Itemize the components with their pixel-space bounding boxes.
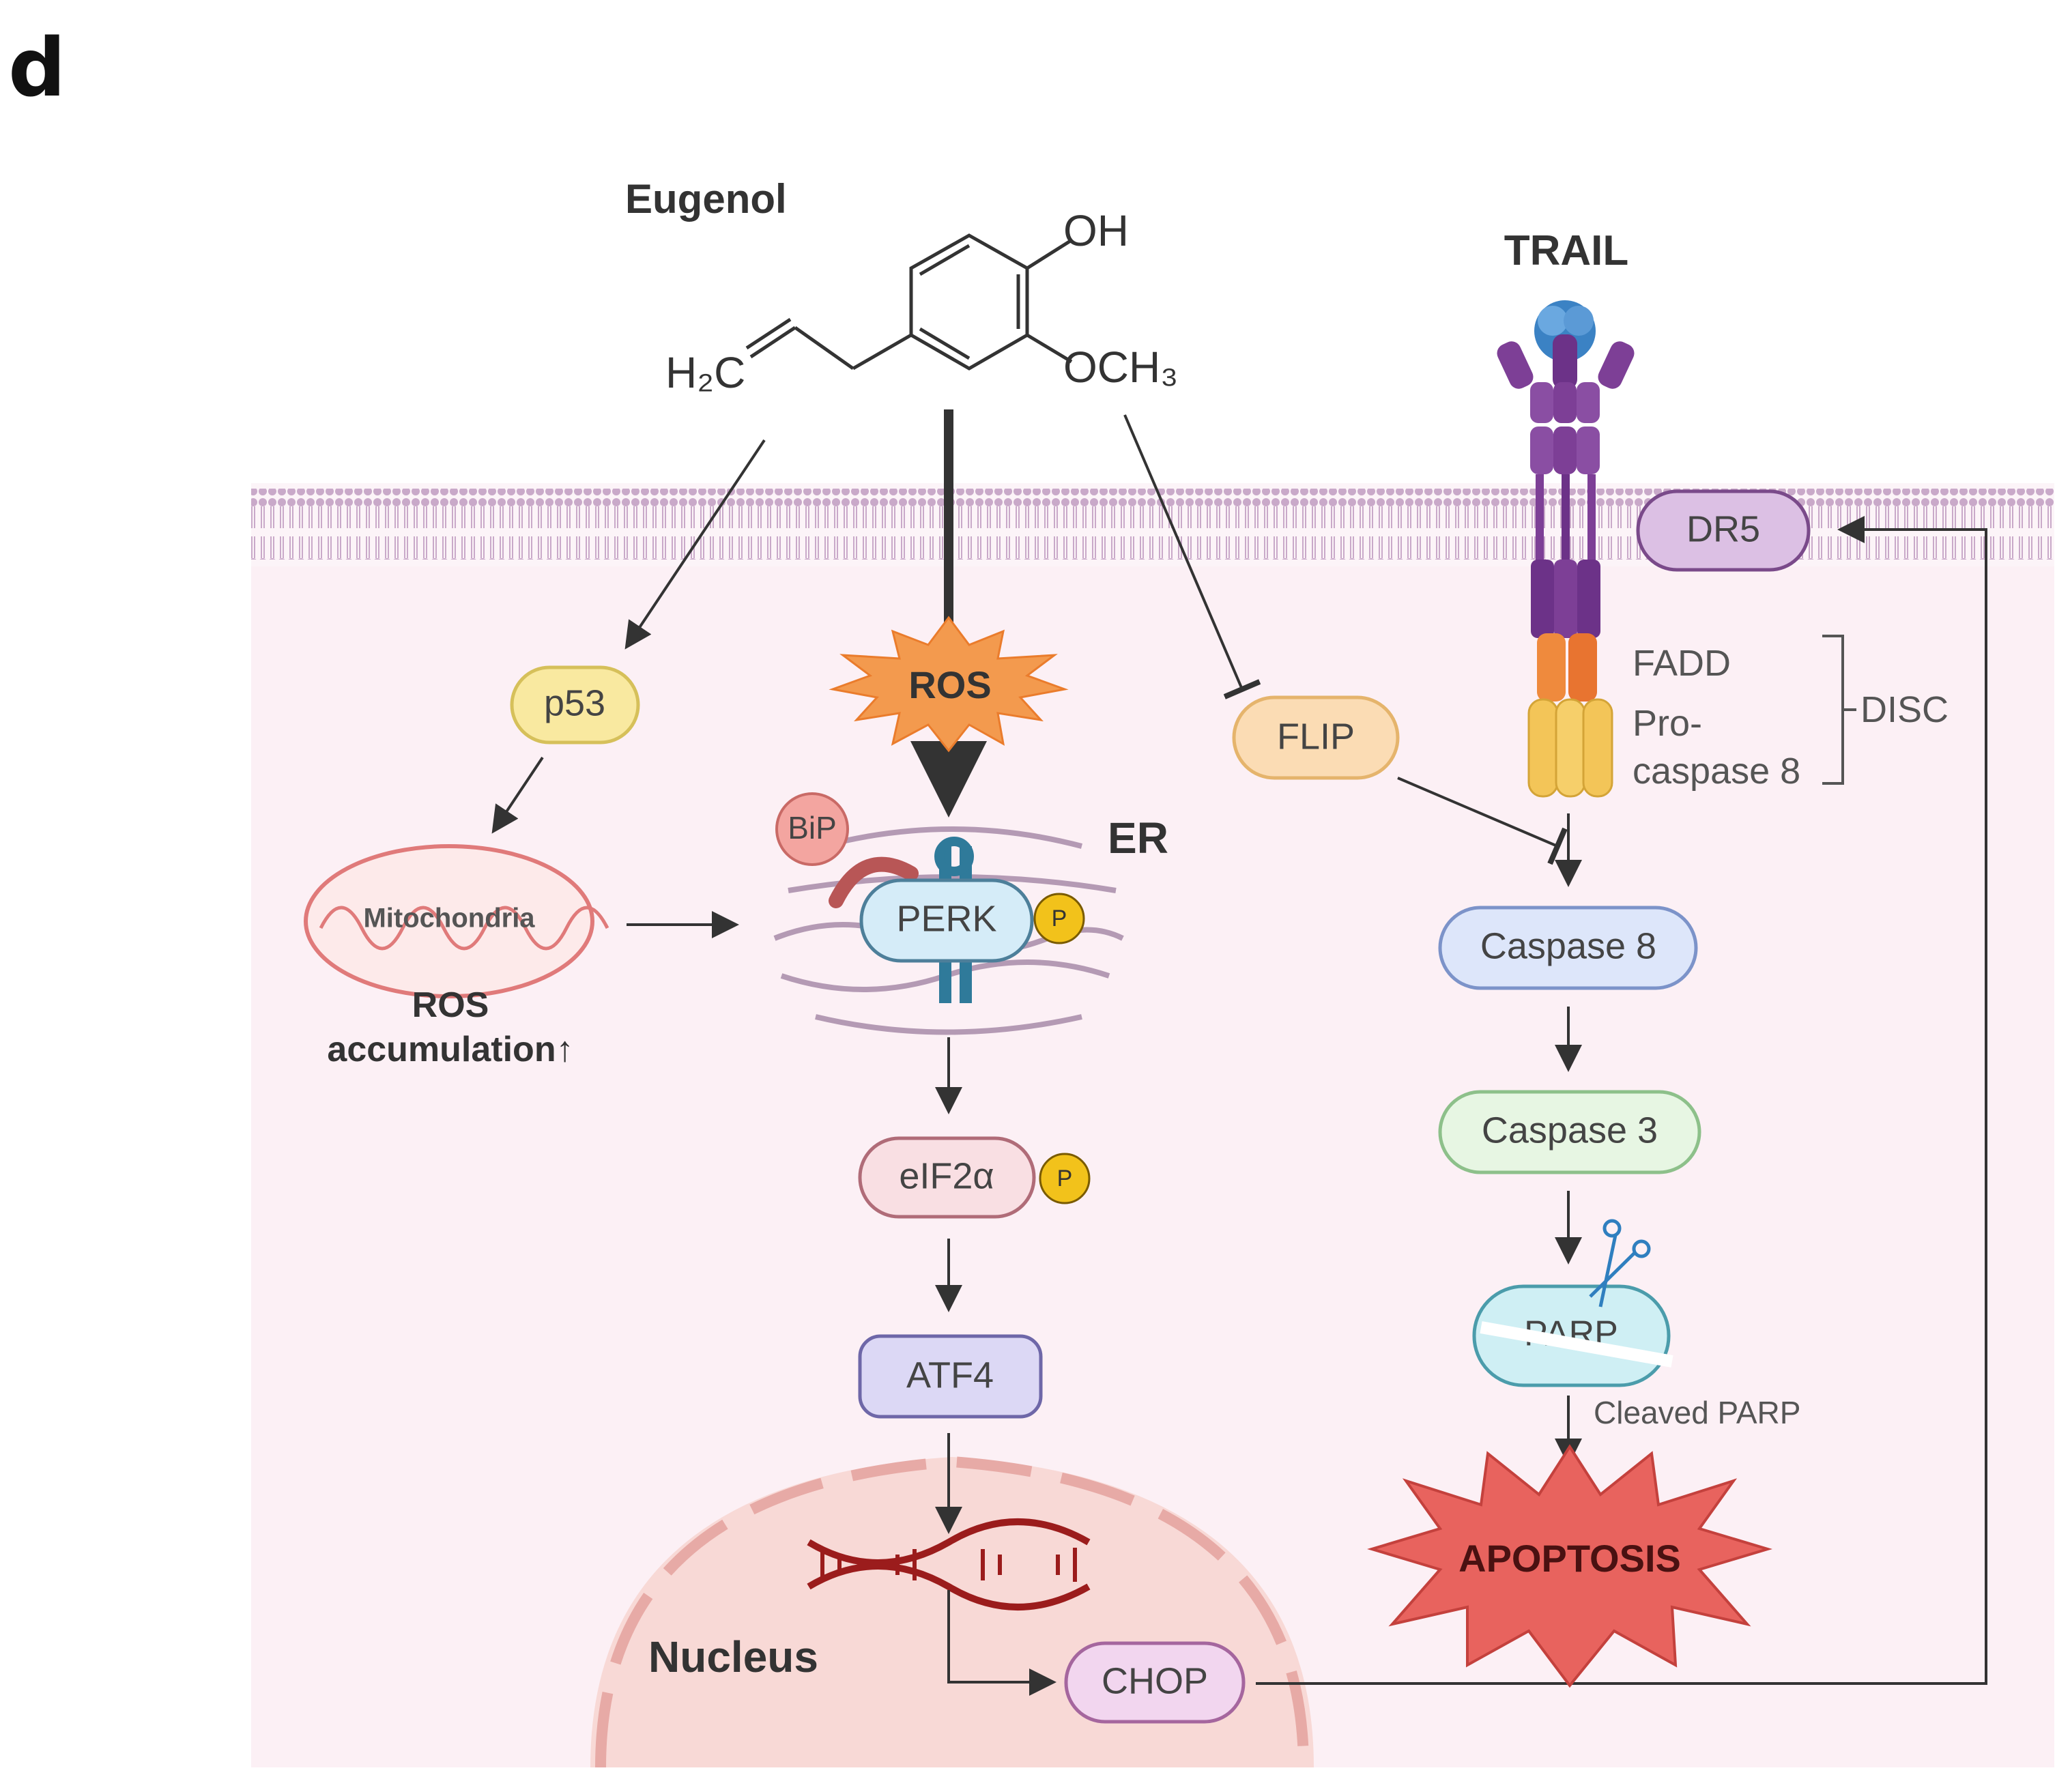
p53-label: p53: [544, 682, 605, 723]
bip-label: BiP: [788, 810, 837, 846]
eif2a-node: [858, 1136, 1036, 1219]
flip-label: FLIP: [1277, 716, 1355, 757]
arrow-dna-to-chop: [947, 1590, 1056, 1696]
caspase8-node: [1438, 906, 1698, 990]
eugenol-label: Eugenol: [625, 176, 787, 222]
procaspase8-shape: [1527, 698, 1613, 798]
scissors-icon: [1589, 1219, 1651, 1307]
flip-node: [1232, 695, 1400, 780]
arrow-chop-to-dr5: [1256, 516, 1987, 1685]
h2c-label: H₂C: [665, 348, 745, 397]
er-label: ER: [1108, 813, 1168, 863]
methoxy-label: OCH₃: [1063, 343, 1178, 392]
panel-label: d: [8, 20, 66, 115]
arrow-eugenol-to-p53: [624, 439, 766, 650]
dna-helix: [807, 1518, 1091, 1610]
bip-chaperone: [829, 856, 919, 908]
parp-node: [1472, 1284, 1671, 1387]
perk-phospho-label: P: [1052, 906, 1067, 931]
inhibit-eugenol-flip: [1123, 414, 1261, 699]
ros-burst: [829, 616, 1069, 753]
caspase3-label: Caspase 3: [1482, 1110, 1658, 1151]
perk-phospho: [1033, 893, 1085, 944]
parp-cleavage-line: [1480, 1321, 1673, 1368]
eif2a-phospho-label: P: [1057, 1166, 1073, 1191]
ros-accumulation-line1: ROS: [412, 985, 489, 1025]
inhibit-flip-caspase8: [1397, 777, 1568, 865]
trail-label: TRAIL: [1504, 227, 1629, 274]
eugenol-structure: [745, 233, 1073, 371]
dr5-label: DR5: [1686, 508, 1760, 549]
perk-node: [859, 878, 1034, 963]
procaspase-label-1: Pro-: [1633, 703, 1702, 744]
apoptosis-burst: [1367, 1444, 1772, 1688]
nucleus-label: Nucleus: [648, 1632, 818, 1681]
fadd-shape: [1537, 633, 1597, 702]
perk-top-lobe: [934, 837, 974, 876]
ros-accumulation-line2: accumulation↑: [327, 1030, 573, 1069]
procaspase-label-2: caspase 8: [1633, 751, 1800, 792]
arrow-p53-to-mito: [491, 756, 544, 834]
hydroxyl-label: OH: [1063, 206, 1129, 255]
eif2a-phospho: [1039, 1153, 1091, 1204]
mitochondria-shape: [304, 844, 609, 998]
ros-label: ROS: [908, 663, 991, 706]
chop-label: CHOP: [1102, 1660, 1208, 1701]
bip-node: [775, 792, 849, 866]
caspase3-node: [1438, 1090, 1701, 1174]
mitochondria-label: Mitochondria: [363, 904, 535, 934]
fadd-label: FADD: [1633, 643, 1731, 684]
p53-node: [510, 665, 640, 745]
dr5-node: [1636, 489, 1811, 572]
caspase8-label: Caspase 8: [1480, 925, 1656, 966]
eif2a-label: eIF2α: [899, 1155, 994, 1196]
apoptosis-label: APOPTOSIS: [1458, 1537, 1681, 1580]
perk-label: PERK: [896, 898, 996, 939]
disc-label: DISC: [1860, 689, 1949, 730]
chop-node: [1064, 1641, 1246, 1724]
atf4-node: [858, 1334, 1043, 1419]
cleaved-parp-label: Cleaved PARP: [1594, 1395, 1800, 1430]
trail-receptor: [1497, 300, 1635, 638]
atf4-label: ATF4: [906, 1355, 994, 1396]
